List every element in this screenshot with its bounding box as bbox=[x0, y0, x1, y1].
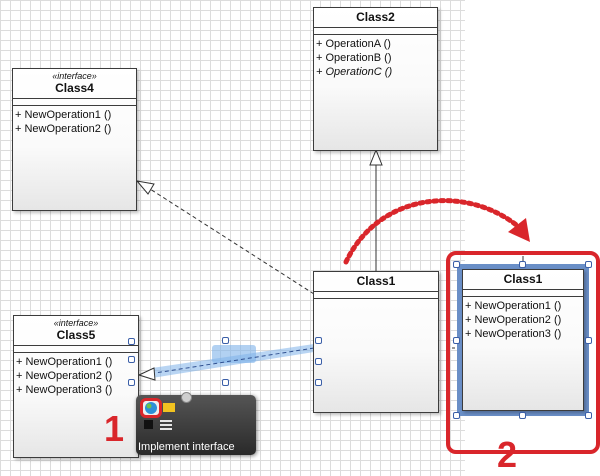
class-name: Class2 bbox=[356, 10, 395, 24]
transition-arrowhead bbox=[508, 218, 530, 242]
class-box-class4[interactable]: «interface» Class4 + NewOperation1 () + … bbox=[12, 68, 137, 211]
operations-compartment: + NewOperation1 () + NewOperation2 () bbox=[13, 106, 136, 136]
class-header: «interface» Class4 bbox=[13, 69, 136, 99]
smart-tag-popup[interactable]: Implement interface bbox=[136, 392, 256, 455]
operation-item[interactable]: + NewOperation1 () bbox=[15, 109, 112, 121]
resize-handle[interactable] bbox=[453, 412, 460, 419]
class-header: «interface» Class5 bbox=[14, 316, 138, 346]
operation-item[interactable]: + OperationB () bbox=[316, 52, 392, 64]
operations-compartment bbox=[314, 299, 438, 301]
yellow-chip-icon bbox=[163, 403, 175, 412]
class-name: Class4 bbox=[55, 81, 94, 95]
operation-item[interactable]: + NewOperation2 () bbox=[465, 314, 562, 326]
connection-handle[interactable] bbox=[315, 358, 322, 365]
resize-handle[interactable] bbox=[128, 338, 135, 345]
operation-item[interactable]: + OperationA () bbox=[316, 38, 391, 50]
class-name: Class5 bbox=[56, 328, 96, 342]
realization-line-class5[interactable] bbox=[154, 347, 315, 374]
realization-arrowhead-class4 bbox=[135, 180, 155, 195]
stereotype-label: «interface» bbox=[53, 318, 99, 328]
class-header: Class1 bbox=[314, 272, 438, 292]
operation-item[interactable]: + NewOperation1 () bbox=[465, 300, 562, 312]
class-box-class1-before[interactable]: Class1 bbox=[313, 271, 439, 413]
callout-number-1: 1 bbox=[104, 408, 125, 449]
black-chip-icon bbox=[144, 420, 153, 429]
resize-handle[interactable] bbox=[585, 337, 592, 344]
attributes-compartment bbox=[13, 99, 136, 106]
class-box-class5[interactable]: «interface» Class5 + NewOperation1 () + … bbox=[13, 315, 139, 458]
realization-line-class4[interactable] bbox=[149, 188, 315, 295]
resize-handle[interactable] bbox=[128, 356, 135, 363]
operation-item[interactable]: + NewOperation1 () bbox=[16, 356, 113, 368]
connection-handle[interactable] bbox=[222, 379, 229, 386]
drag-tooltip-ghost bbox=[212, 345, 256, 363]
operations-compartment: + OperationA () + OperationB () + Operat… bbox=[314, 35, 437, 79]
transition-arrow bbox=[343, 198, 523, 265]
operations-compartment: + NewOperation1 () + NewOperation2 () + … bbox=[14, 353, 138, 397]
list-icon bbox=[160, 420, 172, 430]
resize-handle[interactable] bbox=[128, 379, 135, 386]
attributes-compartment bbox=[463, 290, 583, 297]
attributes-compartment bbox=[314, 28, 437, 35]
operation-item[interactable]: + NewOperation3 () bbox=[465, 328, 562, 340]
attributes-compartment bbox=[314, 292, 438, 299]
connection-handle[interactable] bbox=[315, 379, 322, 386]
connection-handle[interactable] bbox=[222, 337, 229, 344]
connection-handle[interactable] bbox=[315, 337, 322, 344]
resize-handle[interactable] bbox=[519, 261, 526, 268]
class-header: Class2 bbox=[314, 8, 437, 28]
operation-item[interactable]: + NewOperation3 () bbox=[16, 384, 113, 396]
realization-arrowhead-class5 bbox=[137, 367, 156, 381]
resize-handle[interactable] bbox=[453, 337, 460, 344]
operation-item[interactable]: + NewOperation2 () bbox=[16, 370, 113, 382]
implement-interface-button[interactable] bbox=[140, 398, 162, 418]
resize-handle[interactable] bbox=[585, 261, 592, 268]
generalization-arrowhead bbox=[369, 148, 383, 166]
resize-handle[interactable] bbox=[453, 261, 460, 268]
implement-interface-icon bbox=[145, 402, 157, 414]
attributes-compartment bbox=[14, 346, 138, 353]
class-box-class2[interactable]: Class2 + OperationA () + OperationB () +… bbox=[313, 7, 438, 151]
highlight-frame-step2 bbox=[446, 251, 600, 454]
operation-item[interactable]: + NewOperation2 () bbox=[15, 123, 112, 135]
resize-handle[interactable] bbox=[519, 412, 526, 419]
stereotype-label: «interface» bbox=[52, 71, 97, 81]
callout-number-2: 2 bbox=[497, 434, 518, 475]
resize-handle[interactable] bbox=[585, 412, 592, 419]
class-box-class1-after[interactable]: Class1 + NewOperation1 () + NewOperation… bbox=[462, 269, 584, 411]
class-name: Class1 bbox=[503, 272, 543, 286]
class-header: Class1 bbox=[463, 270, 583, 290]
operations-compartment: + NewOperation1 () + NewOperation2 () + … bbox=[463, 297, 583, 341]
popup-label: Implement interface bbox=[138, 441, 235, 453]
operation-item[interactable]: + OperationC () bbox=[316, 66, 393, 78]
popup-grip-icon[interactable] bbox=[181, 392, 192, 403]
class-name: Class1 bbox=[356, 274, 396, 288]
